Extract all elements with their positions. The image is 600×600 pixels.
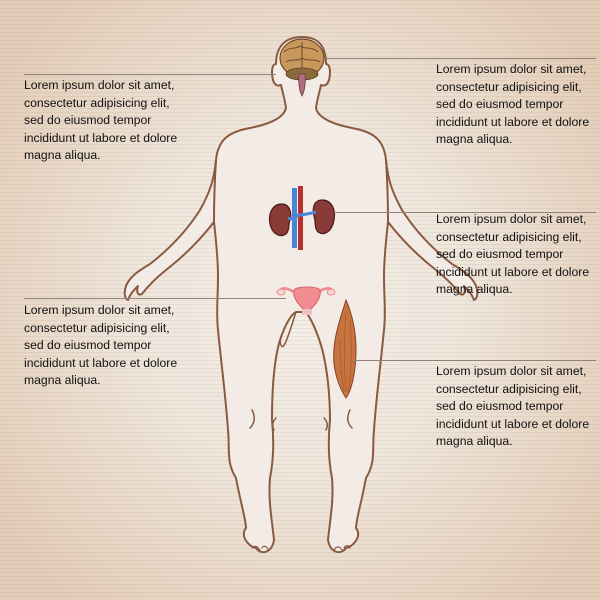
leader-line-middle-right bbox=[334, 212, 596, 213]
uterus-icon bbox=[276, 286, 336, 315]
callout-line: Lorem ipsum dolor sit amet, bbox=[24, 78, 175, 92]
callout-line: consectetur adipisicing elit, bbox=[436, 79, 582, 94]
callout-line: sed do eiusmod tempor bbox=[24, 113, 152, 128]
leader-line-top-right bbox=[326, 58, 596, 59]
callout-line: consectetur adipisicing elit, bbox=[24, 95, 170, 110]
callout-line: sed do eiusmod tempor bbox=[24, 338, 152, 353]
callout-bottom-right: Lorem ipsum dolor sit amet, consectetur … bbox=[436, 363, 600, 451]
callout-line: magna aliqua. bbox=[436, 434, 513, 449]
callout-line: sed do eiusmod tempor bbox=[436, 247, 564, 262]
callout-line: incididunt ut labore et dolore bbox=[436, 416, 590, 431]
callout-line: magna aliqua. bbox=[436, 132, 513, 147]
callout-line: magna aliqua. bbox=[24, 373, 101, 388]
callout-line: magna aliqua. bbox=[24, 148, 101, 163]
callout-line: incididunt ut labore et dolore bbox=[24, 355, 178, 370]
callout-bottom-left: Lorem ipsum dolor sit amet, consectetur … bbox=[24, 302, 194, 390]
callout-line: incididunt ut labore et dolore bbox=[436, 264, 590, 279]
kidneys-icon bbox=[268, 186, 336, 250]
callout-line: consectetur adipisicing elit, bbox=[436, 381, 582, 396]
callout-line: Lorem ipsum dolor sit amet, bbox=[24, 303, 175, 317]
callout-line: consectetur adipisicing elit, bbox=[24, 320, 170, 335]
callout-line: consectetur adipisicing elit, bbox=[436, 229, 582, 244]
brain-icon bbox=[279, 38, 325, 97]
callout-line: magna aliqua. bbox=[436, 282, 513, 297]
callout-line: Lorem ipsum dolor sit amet, bbox=[436, 364, 587, 378]
callout-line: sed do eiusmod tempor bbox=[436, 97, 564, 112]
leader-line-bottom-left bbox=[24, 298, 286, 299]
callout-middle-right: Lorem ipsum dolor sit amet, consectetur … bbox=[436, 211, 600, 299]
callout-top-left: Lorem ipsum dolor sit amet, consectetur … bbox=[24, 77, 194, 165]
callout-top-right: Lorem ipsum dolor sit amet, consectetur … bbox=[436, 61, 600, 149]
callout-line: Lorem ipsum dolor sit amet, bbox=[436, 62, 587, 76]
callout-line: sed do eiusmod tempor bbox=[436, 399, 564, 414]
callout-line: incididunt ut labore et dolore bbox=[24, 130, 178, 145]
callout-line: incididunt ut labore et dolore bbox=[436, 114, 590, 129]
callout-line: Lorem ipsum dolor sit amet, bbox=[436, 212, 587, 226]
leader-line-top-left bbox=[24, 74, 276, 75]
muscle-icon bbox=[333, 298, 357, 399]
leader-line-bottom-right bbox=[352, 360, 596, 361]
